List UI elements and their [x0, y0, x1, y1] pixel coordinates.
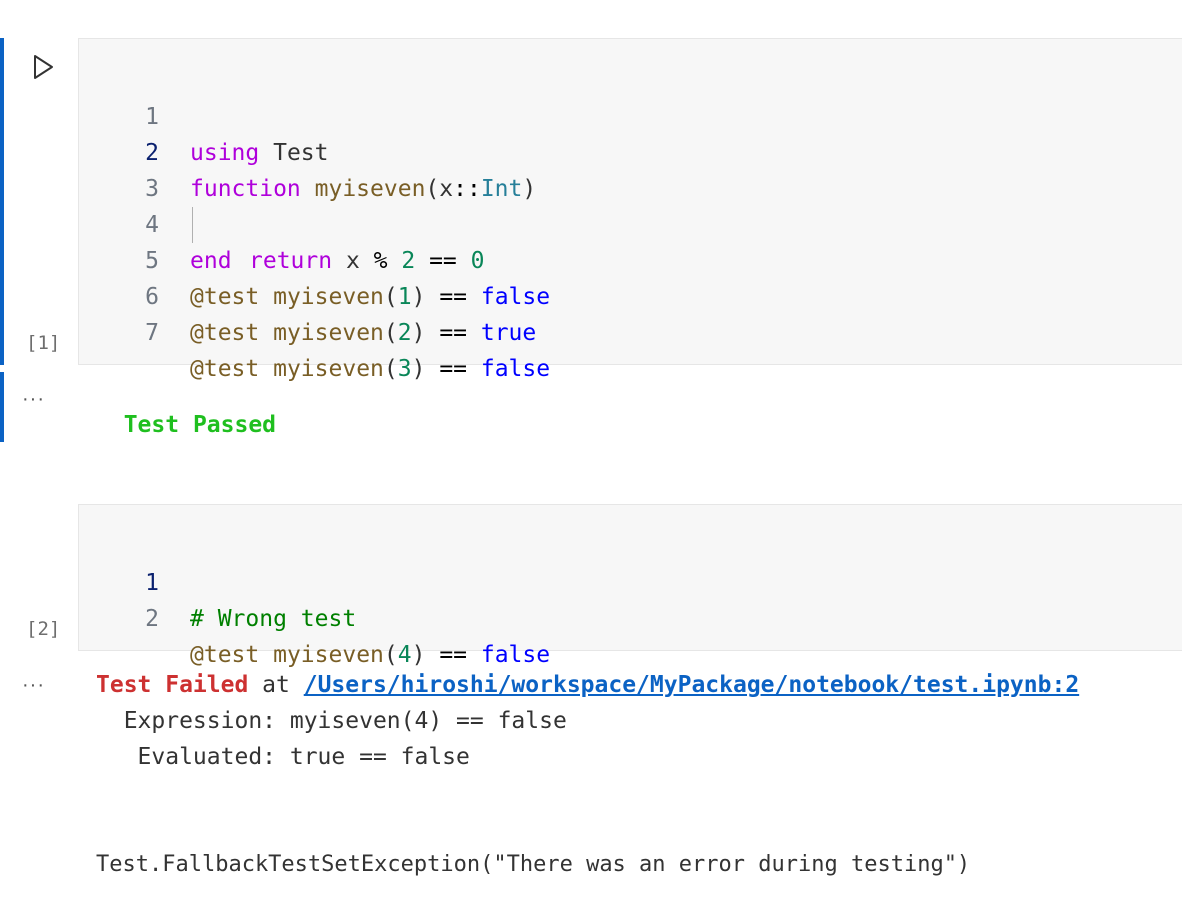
operator-token: ==	[425, 356, 481, 382]
code-line: 1 using Test	[79, 63, 328, 166]
number-token: 4	[397, 642, 412, 668]
line-number: 1	[145, 104, 159, 130]
code-token: Test	[259, 140, 329, 166]
number-token: 3	[397, 356, 412, 382]
code-text: @test myiseven(3) == false	[190, 351, 550, 387]
macro-token: @test	[190, 320, 260, 346]
macro-token: @test	[190, 356, 260, 382]
type-token: Int	[480, 176, 523, 202]
indent-guide	[192, 207, 193, 243]
operator-token: ==	[425, 642, 481, 668]
output-actions-button[interactable]: ···	[22, 674, 45, 696]
line-number: 3	[145, 176, 159, 202]
macro-token: @test	[190, 284, 260, 310]
output-actions-button[interactable]: ···	[22, 388, 45, 410]
code-line: 2 function myiseven(x::Int)	[79, 99, 536, 202]
line-number: 2	[145, 606, 159, 632]
line-number: 4	[145, 212, 159, 238]
boolean-token: false	[480, 356, 551, 382]
execution-count: [1]	[26, 332, 61, 354]
execution-count: [2]	[26, 618, 61, 640]
code-token: )	[522, 176, 537, 202]
function-token: myiseven	[273, 642, 384, 668]
code-line: 7 @test myiseven(3) == false	[79, 279, 550, 382]
code-token: (	[383, 642, 398, 668]
line-number: 7	[145, 320, 159, 346]
function-token: myiseven	[314, 176, 426, 202]
operator-token: ==	[425, 320, 481, 346]
operator-token: ==	[429, 248, 457, 274]
play-triangle-icon	[34, 55, 53, 79]
code-token: )	[411, 284, 426, 310]
code-line: 1 # Wrong test	[79, 529, 356, 632]
cell-focus-bar-output	[0, 372, 4, 442]
code-text: using Test	[190, 135, 329, 171]
at-text: at	[248, 672, 304, 698]
function-token: myiseven	[273, 356, 384, 382]
code-text: @test myiseven(4) == false	[190, 637, 550, 673]
code-cell-2-editor[interactable]: 1 # Wrong test 2 @test myiseven(4) == fa…	[78, 504, 1182, 668]
boolean-token: false	[480, 284, 551, 310]
operator-token: %	[373, 248, 388, 274]
cell-focus-bar-editor	[0, 38, 4, 365]
test-failed-line: Test Failed at /Users/hiroshi/workspace/…	[96, 672, 1079, 698]
code-token: (	[383, 284, 398, 310]
test-passed-status: Test Passed	[123, 412, 277, 438]
boolean-token: true	[480, 320, 537, 346]
code-text: @test myiseven(2) == true	[190, 315, 536, 351]
code-token: )	[411, 642, 426, 668]
code-text: function myiseven(x::Int)	[190, 171, 536, 207]
code-line: 6 @test myiseven(2) == true	[79, 243, 536, 346]
keyword-token: end	[190, 248, 232, 274]
code-line: 2 @test myiseven(4) == false	[79, 565, 550, 668]
number-token: 2	[397, 320, 412, 346]
evaluated-line: Evaluated: true == false	[96, 744, 470, 770]
number-token: 0	[470, 248, 485, 274]
code-text: end	[190, 243, 232, 279]
code-text: return x % 2 == 0	[249, 243, 485, 279]
function-token: myiseven	[273, 284, 384, 310]
keyword-token: using	[190, 140, 260, 166]
keyword-token: return	[249, 248, 333, 274]
line-number: 5	[145, 248, 159, 274]
test-failed-status: Test Failed	[96, 672, 249, 698]
keyword-token: function	[190, 176, 301, 202]
code-token: (	[383, 356, 398, 382]
exception-line: Test.FallbackTestSetException("There was…	[96, 852, 971, 877]
line-number: 6	[145, 284, 159, 310]
code-line: 5 @test myiseven(1) == false	[79, 207, 550, 310]
code-line: 3 return x % 2 == 0	[79, 135, 484, 274]
operator-token: ::	[453, 176, 481, 202]
source-file-link[interactable]: /Users/hiroshi/workspace/MyPackage/noteb…	[303, 672, 1080, 698]
code-token: (x	[425, 176, 454, 202]
code-line: 4 end	[79, 171, 231, 274]
code-token: x	[332, 248, 374, 274]
code-cell-1-editor[interactable]: 1 using Test 2 function myiseven(x::Int)…	[78, 38, 1182, 382]
run-cell-button[interactable]	[28, 52, 58, 82]
code-token: )	[411, 356, 426, 382]
macro-token: @test	[190, 642, 260, 668]
cell-1-output: Test Passed	[96, 386, 276, 438]
code-text: @test myiseven(1) == false	[190, 279, 550, 315]
code-text: # Wrong test	[190, 601, 356, 637]
code-token: (	[383, 320, 398, 346]
operator-token: ==	[425, 284, 481, 310]
line-number-active: 1	[145, 570, 159, 596]
number-token: 2	[401, 248, 416, 274]
code-token: )	[411, 320, 426, 346]
function-token: myiseven	[273, 320, 384, 346]
expression-line: Expression: myiseven(4) == false	[96, 708, 567, 734]
line-number-active: 2	[145, 140, 159, 166]
comment-token: # Wrong test	[190, 606, 357, 632]
boolean-token: false	[480, 642, 551, 668]
number-token: 1	[397, 284, 412, 310]
